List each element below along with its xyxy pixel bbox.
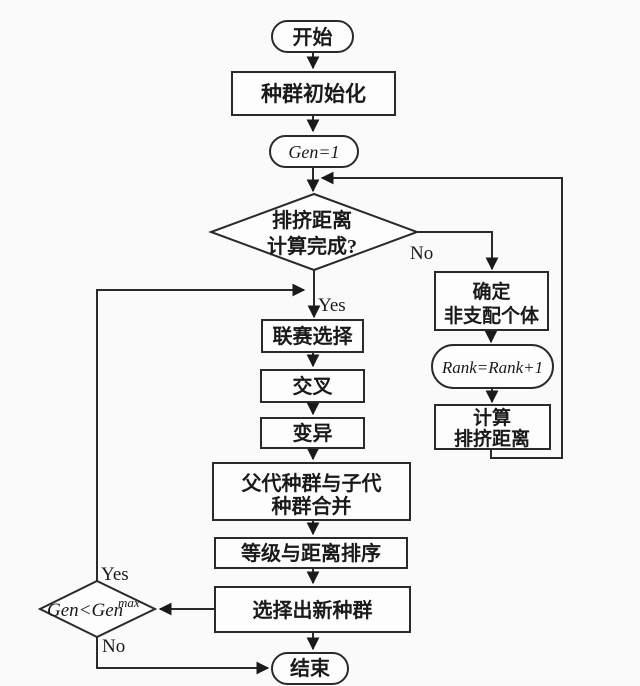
edge-crowdingcheck-no-branch — [417, 231, 499, 271]
select-new-population-label: 选择出新种群 — [253, 598, 373, 622]
generation-check-no-label: No — [102, 636, 125, 657]
identify-nondominated-line2: 非支配个体 — [444, 304, 540, 327]
tournament-selection-label: 联赛选择 — [273, 324, 354, 348]
crowding-check-line2: 计算完成? — [267, 234, 357, 258]
mutation-process: 变异 — [260, 417, 365, 449]
crowding-check-no-label: No — [410, 243, 433, 264]
rank-increment-shape — [431, 344, 554, 389]
rank-increment-label: Rank=Rank+1 — [441, 358, 543, 377]
crowding-check-line1: 排挤距离 — [272, 208, 352, 232]
population-init-label: 种群初始化 — [260, 82, 366, 106]
edge-generationcheck-no-branch — [96, 637, 270, 675]
identify-nondominated-line1: 确定 — [472, 280, 510, 303]
calc-crowding-line1: 计算 — [473, 406, 511, 429]
start-label: 开始 — [293, 25, 333, 49]
end-terminator: 结束 — [271, 652, 349, 685]
gen-init-terminator: Gen=1 — [269, 135, 359, 168]
gen-init-shape — [269, 135, 359, 168]
end-terminator-shape — [271, 652, 349, 685]
start-terminator-shape — [271, 20, 354, 53]
crossover-shape — [260, 369, 365, 403]
crowding-check-shape — [208, 192, 420, 272]
edge-generationcheck-yes-loopback — [96, 283, 306, 581]
calc-crowding-shape — [434, 404, 551, 450]
edge-calccrowding-loopback — [320, 171, 563, 459]
rank-increment-terminator: Rank=Rank+1 — [431, 344, 554, 389]
tournament-selection-shape — [261, 319, 364, 353]
tournament-selection-process: 联赛选择 — [261, 319, 364, 353]
rank-distance-sort-shape — [214, 537, 408, 569]
merge-populations-line2: 种群合并 — [271, 494, 352, 518]
crossover-process: 交叉 — [260, 369, 365, 403]
crossover-label: 交叉 — [293, 374, 334, 398]
crowding-check-decision: 排挤距离 计算完成? — [208, 192, 420, 272]
identify-nondominated-process: 确定 非支配个体 — [434, 271, 549, 331]
start-terminator: 开始 — [271, 20, 354, 53]
mutation-label: 变异 — [293, 421, 333, 445]
gen-init-label: Gen=1 — [288, 142, 339, 162]
end-label: 结束 — [290, 656, 331, 680]
generation-check-yes-label: Yes — [101, 564, 129, 585]
rank-distance-sort-label: 等级与距离排序 — [241, 541, 381, 565]
calc-crowding-process: 计算 排挤距离 — [434, 404, 551, 450]
generation-check-label-main: Gen<Gen — [47, 600, 123, 621]
calc-crowding-line2: 排挤距离 — [454, 427, 530, 450]
generation-check-decision: Gen<Gen max — [37, 579, 158, 639]
rank-distance-sort-process: 等级与距离排序 — [214, 537, 408, 569]
generation-check-shape — [37, 579, 158, 639]
merge-populations-line1: 父代种群与子代 — [241, 471, 382, 495]
mutation-shape — [260, 417, 365, 449]
generation-check-label-superscript: max — [118, 595, 140, 610]
crowding-check-yes-label: Yes — [318, 295, 346, 316]
identify-nondominated-shape — [434, 271, 549, 331]
merge-populations-process: 父代种群与子代 种群合并 — [212, 462, 411, 521]
select-new-population-shape — [214, 586, 411, 633]
population-init-process: 种群初始化 — [231, 71, 396, 116]
population-init-shape — [231, 71, 396, 116]
merge-populations-shape — [212, 462, 411, 521]
select-new-population-process: 选择出新种群 — [214, 586, 411, 633]
